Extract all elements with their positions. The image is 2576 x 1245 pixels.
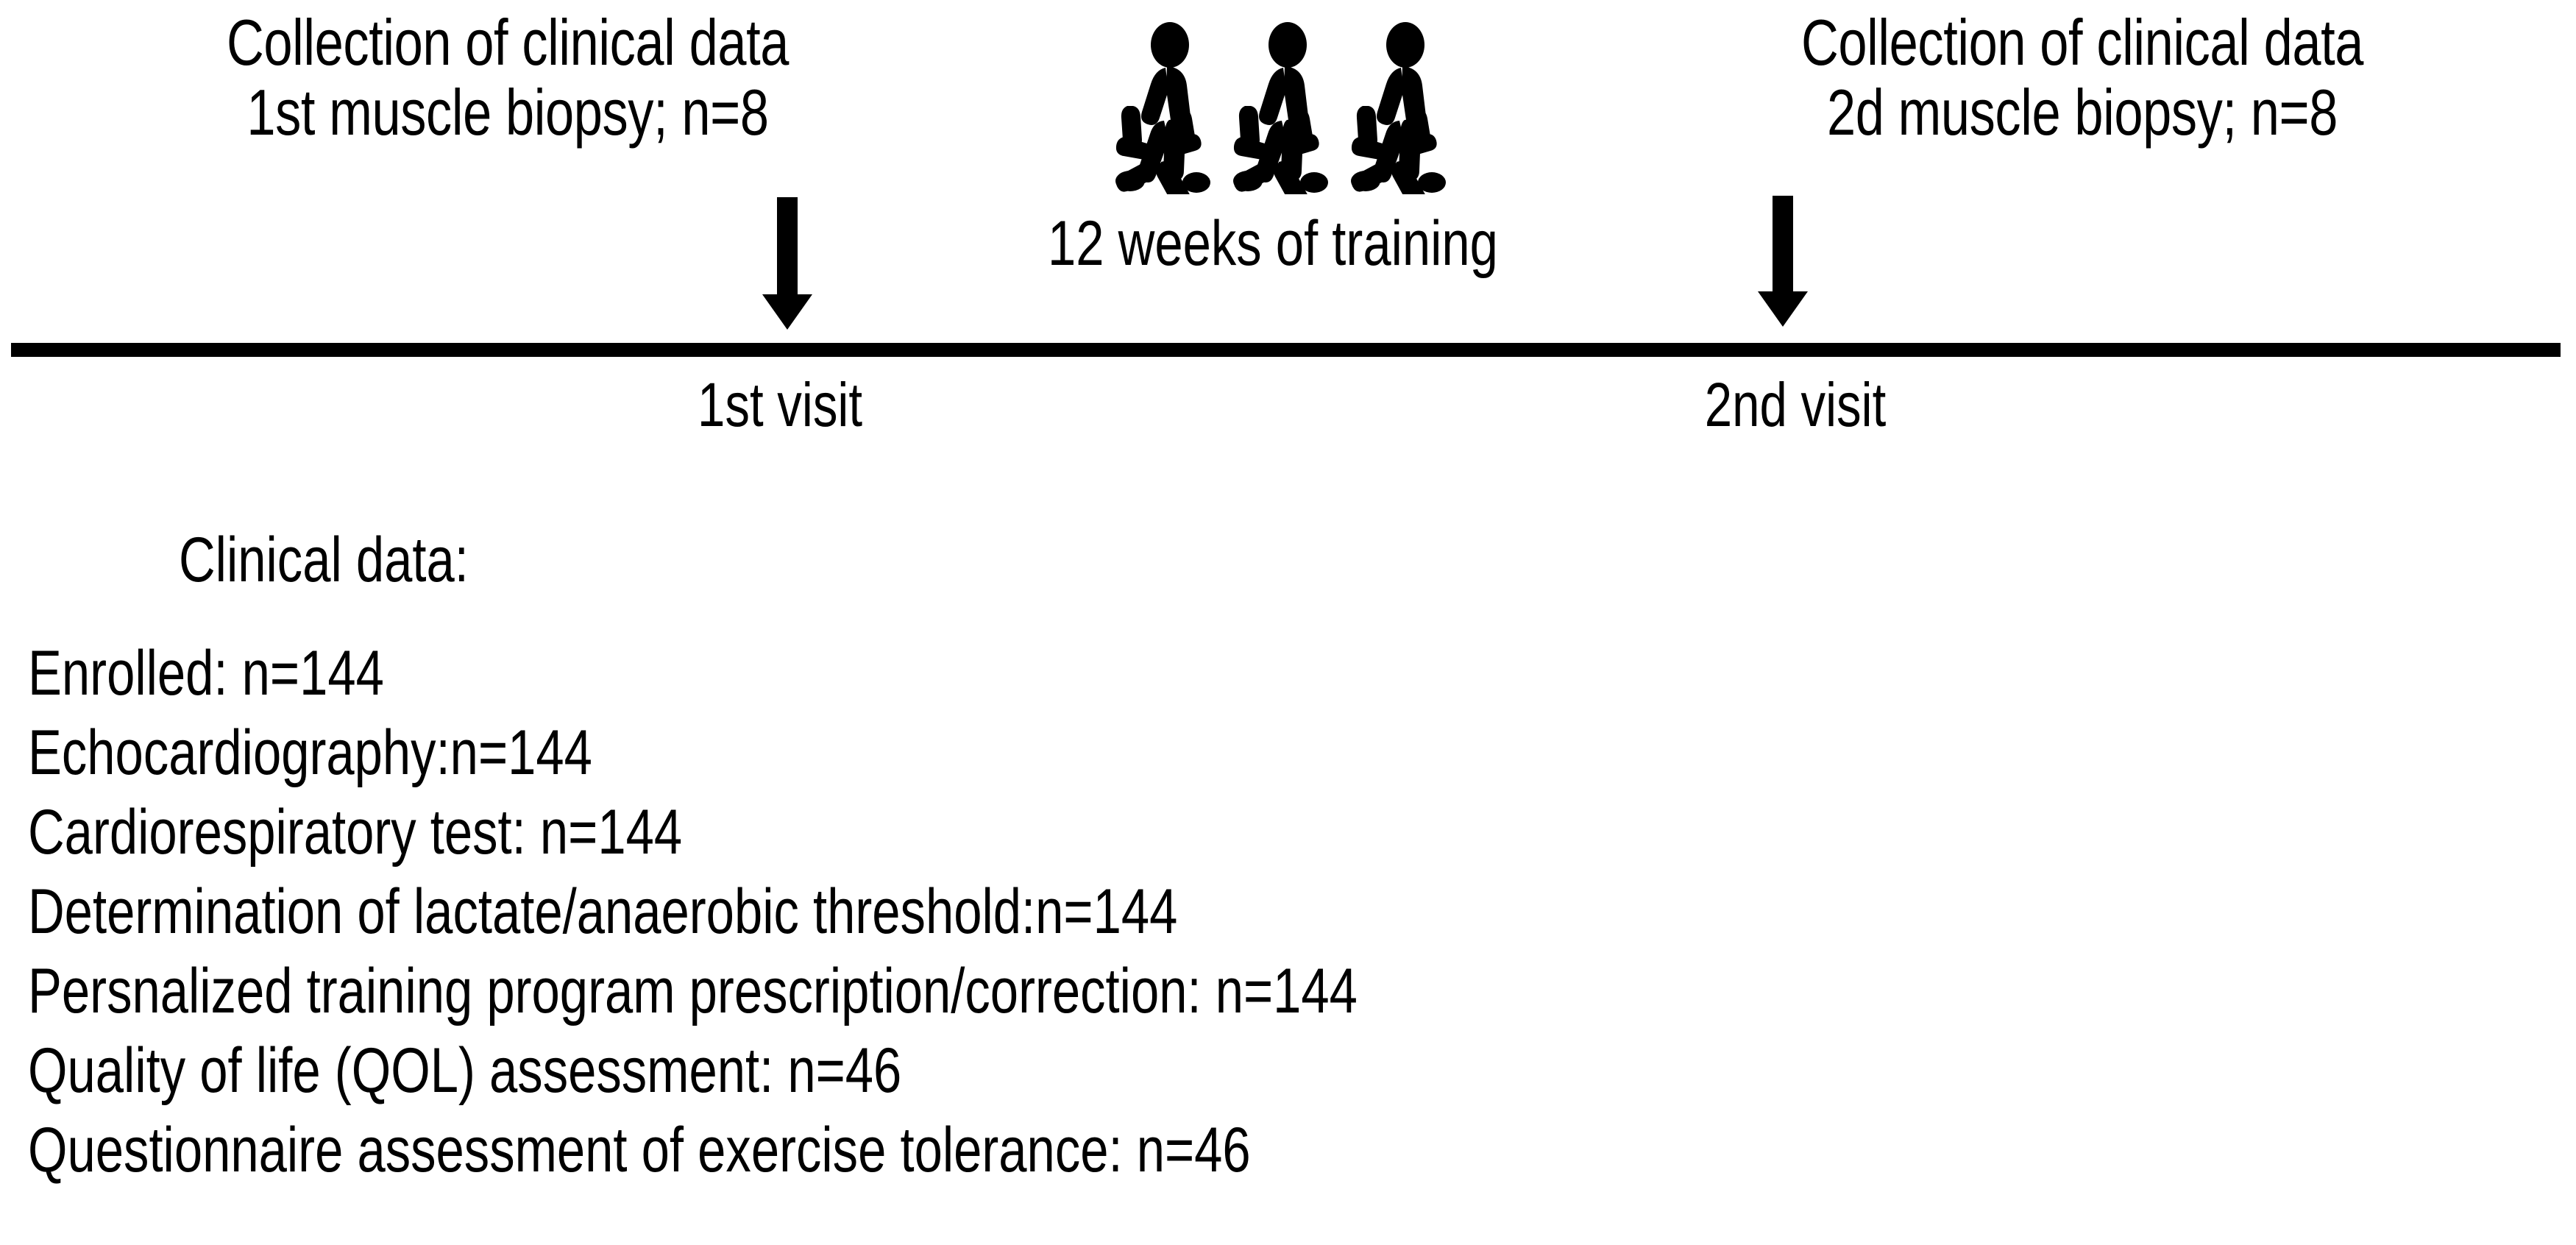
list-item: Enrolled: n=144 <box>28 642 2544 705</box>
list-item: Echocardiography:n=144 <box>28 721 2544 784</box>
list-item: Determination of lactate/anaerobic thres… <box>28 880 2544 943</box>
list-item-label: Questionnaire assessment of exercise tol… <box>28 1115 1251 1185</box>
walking-person-icon <box>1115 22 1210 194</box>
header-right-line-1: Collection of clinical data <box>1800 6 2363 79</box>
list-item: Questionnaire assessment of exercise tol… <box>28 1118 2544 1182</box>
list-item-label: Persnalized training program prescriptio… <box>28 956 1358 1026</box>
visit-second-text: 2nd visit <box>1704 370 1887 439</box>
header-right-followup-visit: Collection of clinical data 2d muscle bi… <box>1575 7 2576 147</box>
walking-figures-group <box>1110 10 1463 194</box>
walking-person-icon <box>1351 22 1446 194</box>
list-item-label: Echocardiography:n=144 <box>28 717 592 788</box>
down-arrow-icon <box>1758 196 1808 327</box>
clinical-data-list: Enrolled: n=144 Echocardiography:n=144 C… <box>28 642 2544 1198</box>
list-item: Quality of life (QOL) assessment: n=46 <box>28 1039 2544 1102</box>
down-arrow-icon <box>762 197 812 330</box>
list-item-label: Enrolled: n=144 <box>28 638 384 709</box>
list-item-label: Quality of life (QOL) assessment: n=46 <box>28 1035 902 1106</box>
header-left-baseline-visit: Collection of clinical data 1st muscle b… <box>0 7 1015 147</box>
walking-person-icon <box>1233 22 1328 194</box>
clinical-data-heading: Clinical data: <box>179 528 541 592</box>
clinical-data-heading-text: Clinical data: <box>179 525 469 595</box>
training-duration-caption: 12 weeks of training <box>839 212 1707 275</box>
visit-label-first: 1st visit <box>486 374 1074 436</box>
visit-first-text: 1st visit <box>697 370 863 439</box>
list-item-label: Cardiorespiratory test: n=144 <box>28 797 683 868</box>
training-duration-label: 12 weeks of training <box>1048 208 1498 279</box>
header-left-line-2: 1st muscle biopsy; n=8 <box>246 76 769 149</box>
visit-label-second: 2nd visit <box>1501 374 2090 436</box>
list-item: Persnalized training program prescriptio… <box>28 960 2544 1023</box>
list-item-label: Determination of lactate/anaerobic thres… <box>28 876 1178 947</box>
header-right-line-2: 2d muscle biopsy; n=8 <box>1826 76 2338 149</box>
header-left-line-1: Collection of clinical data <box>226 6 789 79</box>
list-item: Cardiorespiratory test: n=144 <box>28 801 2544 864</box>
timeline-axis <box>11 343 2561 357</box>
